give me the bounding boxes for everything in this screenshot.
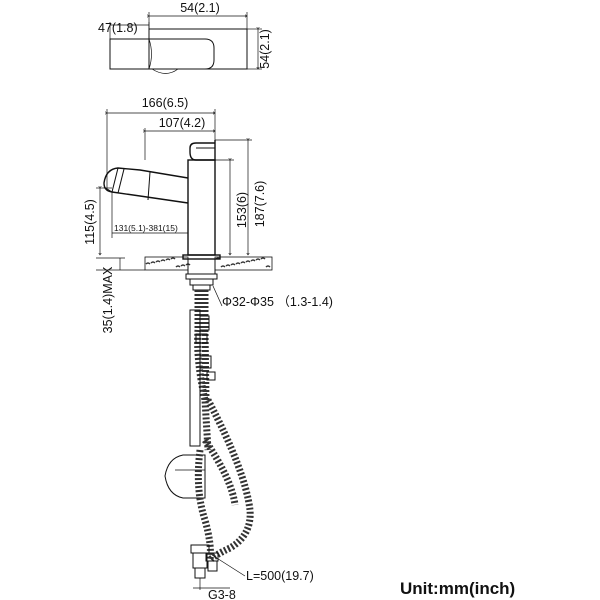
spout-reach-label: 107(4.2) — [159, 116, 206, 130]
hose-length-leader — [211, 554, 246, 577]
braided-hose-loop — [204, 398, 254, 563]
hose-weight — [164, 454, 206, 499]
connector-thread-label: G3-8 — [208, 588, 236, 600]
faucet-body — [187, 159, 216, 256]
spray-head-joint — [147, 171, 151, 201]
hose-fitting-4 — [206, 371, 216, 381]
pullout-spray-head — [103, 167, 189, 204]
top-handle-curve-lower — [151, 68, 179, 74]
aerator-height-label: 115(4.5) — [83, 199, 97, 245]
braided-hose-center — [201, 290, 210, 401]
faucet-handle — [189, 140, 216, 161]
hose-length-label: L=500(19.7) — [246, 569, 314, 583]
inlet-fitting-body-2 — [207, 560, 218, 572]
base-flange — [182, 254, 221, 260]
spout-height-label: 153(6) — [235, 192, 249, 228]
top-depth-label: 54(2.1) — [258, 29, 272, 69]
spray-head-ring-2 — [117, 168, 125, 194]
braided-hose-inner — [202, 438, 239, 506]
hose-fitting-2 — [195, 333, 208, 344]
braided-hose-lower-left — [194, 449, 214, 561]
unit-label: Unit:mm(inch) — [400, 579, 515, 598]
top-handle-outline — [109, 38, 215, 70]
top-handle-curve — [148, 38, 152, 70]
overall-height-label: 187(7.6) — [253, 181, 267, 228]
top-view: 54(2.1) 54(2.1) 47(1.8) — [98, 1, 272, 74]
overall-width-label: 166(6.5) — [142, 96, 189, 110]
top-body-outline — [148, 28, 248, 70]
hole-diameter-label: Φ32-Φ35 （1.3-1.4) — [222, 295, 333, 309]
mounting-shank — [187, 258, 216, 275]
mounting-nut — [185, 273, 218, 280]
inlet-fitting-nut — [190, 544, 210, 554]
spray-head-ring — [111, 167, 119, 193]
rigid-tube — [189, 309, 201, 447]
top-width-label: 54(2.1) — [180, 1, 220, 15]
deck-thickness-label: 35(1.4)MAX — [101, 266, 115, 333]
mounting-washer — [189, 278, 214, 286]
hose-assembly: L=500(19.7) G3-8 — [164, 290, 314, 600]
shank-end — [192, 284, 211, 291]
inlet-fitting-thread — [194, 567, 206, 579]
inlet-fitting-body — [192, 552, 208, 569]
side-view: 166(6.5) 107(4.2) 153(6) — [83, 96, 333, 333]
top-handle-label: 47(1.8) — [98, 21, 138, 35]
pullout-range-label: 131(5.1)-381(15) — [114, 223, 178, 233]
